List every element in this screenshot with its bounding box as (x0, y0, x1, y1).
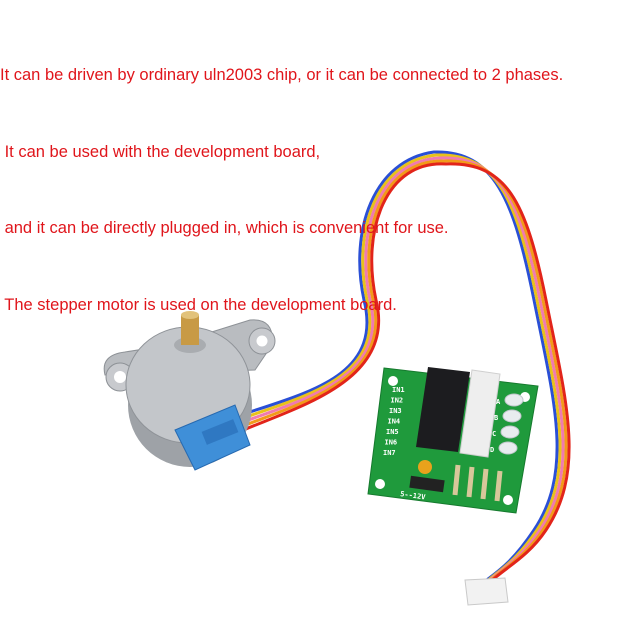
motor-connector (459, 369, 501, 458)
led (502, 409, 522, 423)
wire (239, 162, 571, 587)
description-line: It can be used with the development boar… (0, 142, 321, 161)
led (500, 425, 520, 439)
product-description: It can be driven by ordinary uln2003 chi… (0, 12, 563, 344)
power-label: 5--12V (400, 490, 427, 502)
input-pin-label: IN7 (383, 449, 396, 457)
stepper-motor (103, 311, 276, 471)
led-label: B (494, 414, 498, 422)
power-jumper (409, 475, 445, 493)
description-line: and it can be directly plugged in, which… (0, 219, 449, 237)
input-pin-label: IN2 (391, 397, 404, 405)
input-pin-label: IN4 (388, 418, 401, 426)
wire-harness (227, 150, 571, 587)
description-line: The stepper motor is used on the develop… (0, 295, 397, 314)
input-pin-label: IN3 (389, 407, 402, 415)
capacitor (418, 460, 432, 474)
input-pin-label: IN6 (385, 439, 398, 447)
led-label: A (496, 398, 501, 406)
led-label: C (492, 430, 496, 438)
led-label: D (490, 446, 494, 454)
description-line: It can be driven by ordinary uln2003 chi… (0, 66, 564, 84)
input-pin-label: IN5 (386, 428, 399, 436)
input-pin-label: IN1 (392, 386, 405, 394)
wire-end-connector (464, 577, 509, 606)
led (498, 441, 518, 455)
uln2003-chip (416, 367, 470, 452)
led (504, 393, 524, 407)
resistors (452, 464, 503, 502)
